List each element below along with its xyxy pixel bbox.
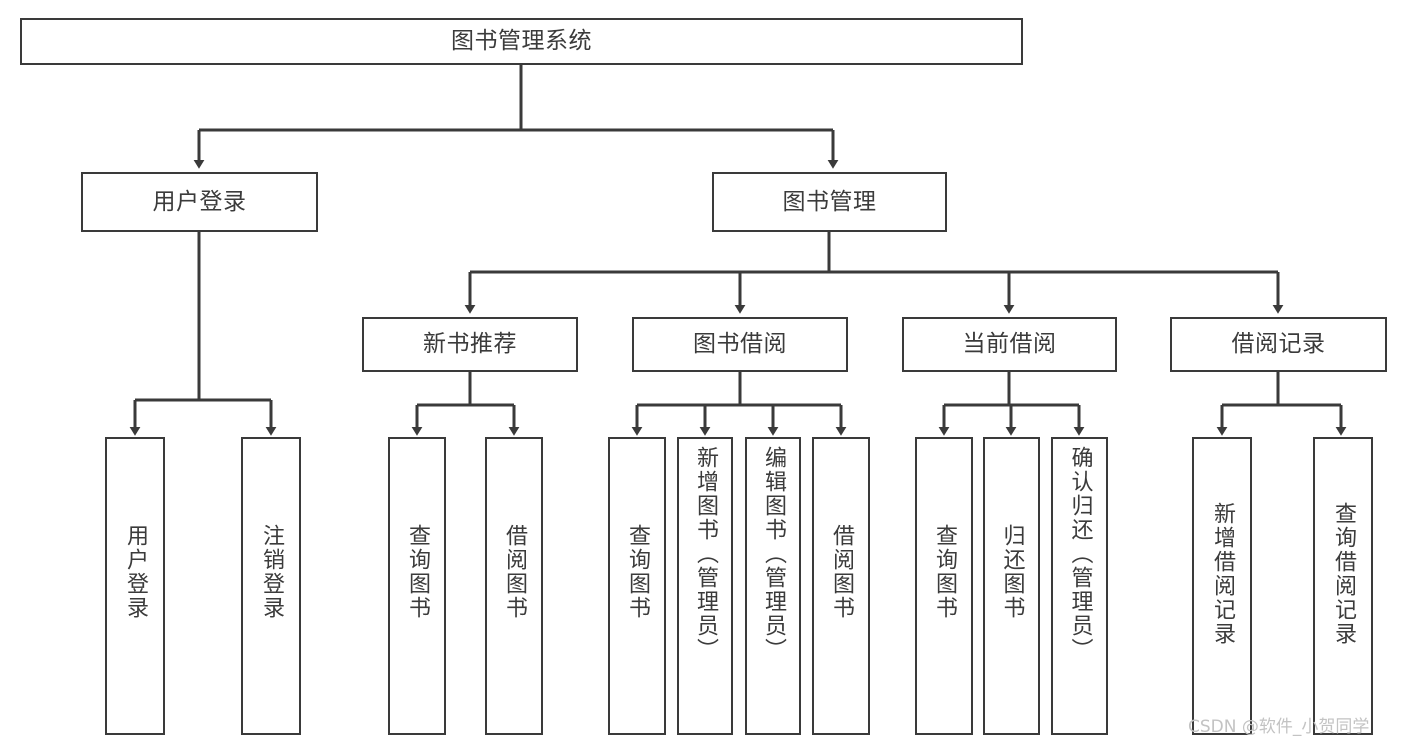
node-current-borrow[interactable]: 当前借阅 bbox=[902, 317, 1117, 372]
node-user-login-label: 用户登录 bbox=[152, 188, 247, 215]
leaf-logout-label: 注销登录 bbox=[259, 524, 284, 620]
leaf-query-book-recommend[interactable]: 查询图书 bbox=[388, 437, 446, 735]
leaf-edit-book-admin-label: 编辑图书（管理员） bbox=[761, 446, 786, 662]
node-book-management-label: 图书管理 bbox=[782, 188, 877, 215]
node-user-login[interactable]: 用户登录 bbox=[81, 172, 318, 232]
leaf-query-book-borrow[interactable]: 查询图书 bbox=[608, 437, 666, 735]
leaf-confirm-return-admin[interactable]: 确认归还（管理员） bbox=[1051, 437, 1108, 735]
leaf-return-book[interactable]: 归还图书 bbox=[983, 437, 1040, 735]
leaf-query-book-recommend-label: 查询图书 bbox=[405, 524, 430, 620]
leaf-query-borrow-record[interactable]: 查询借阅记录 bbox=[1313, 437, 1373, 735]
csdn-watermark: CSDN @软件_小贺同学 bbox=[1188, 717, 1370, 737]
leaf-confirm-return-admin-label: 确认归还（管理员） bbox=[1067, 446, 1093, 662]
node-book-management[interactable]: 图书管理 bbox=[712, 172, 947, 232]
leaf-borrow-book-recommend-label: 借阅图书 bbox=[502, 524, 527, 620]
leaf-return-book-label: 归还图书 bbox=[999, 524, 1025, 620]
leaf-add-borrow-record-label: 新增借阅记录 bbox=[1210, 502, 1235, 646]
node-root-system[interactable]: 图书管理系统 bbox=[20, 18, 1023, 65]
node-root-system-label: 图书管理系统 bbox=[451, 28, 592, 55]
leaf-add-book-admin-label: 新增图书（管理员） bbox=[693, 446, 718, 662]
leaf-user-login-label: 用户登录 bbox=[123, 524, 148, 620]
leaf-query-book-borrow-label: 查询图书 bbox=[625, 524, 650, 620]
leaf-borrow-book-recommend[interactable]: 借阅图书 bbox=[485, 437, 543, 735]
leaf-add-book-admin[interactable]: 新增图书（管理员） bbox=[677, 437, 733, 735]
node-borrow-records-label: 借阅记录 bbox=[1231, 331, 1326, 358]
leaf-query-borrow-record-label: 查询借阅记录 bbox=[1331, 502, 1356, 646]
leaf-query-book-current-label: 查询图书 bbox=[932, 524, 957, 620]
leaf-borrow-book-label: 借阅图书 bbox=[829, 524, 854, 620]
node-new-book-recommend-label: 新书推荐 bbox=[423, 331, 517, 358]
node-new-book-recommend[interactable]: 新书推荐 bbox=[362, 317, 578, 372]
leaf-query-book-current[interactable]: 查询图书 bbox=[915, 437, 973, 735]
leaf-logout[interactable]: 注销登录 bbox=[241, 437, 301, 735]
node-borrow-records[interactable]: 借阅记录 bbox=[1170, 317, 1387, 372]
leaf-user-login[interactable]: 用户登录 bbox=[105, 437, 165, 735]
leaf-borrow-book[interactable]: 借阅图书 bbox=[812, 437, 870, 735]
leaf-add-borrow-record[interactable]: 新增借阅记录 bbox=[1192, 437, 1252, 735]
node-book-borrow-label: 图书借阅 bbox=[693, 331, 787, 358]
node-book-borrow[interactable]: 图书借阅 bbox=[632, 317, 848, 372]
leaf-edit-book-admin[interactable]: 编辑图书（管理员） bbox=[745, 437, 801, 735]
node-current-borrow-label: 当前借阅 bbox=[962, 331, 1057, 358]
